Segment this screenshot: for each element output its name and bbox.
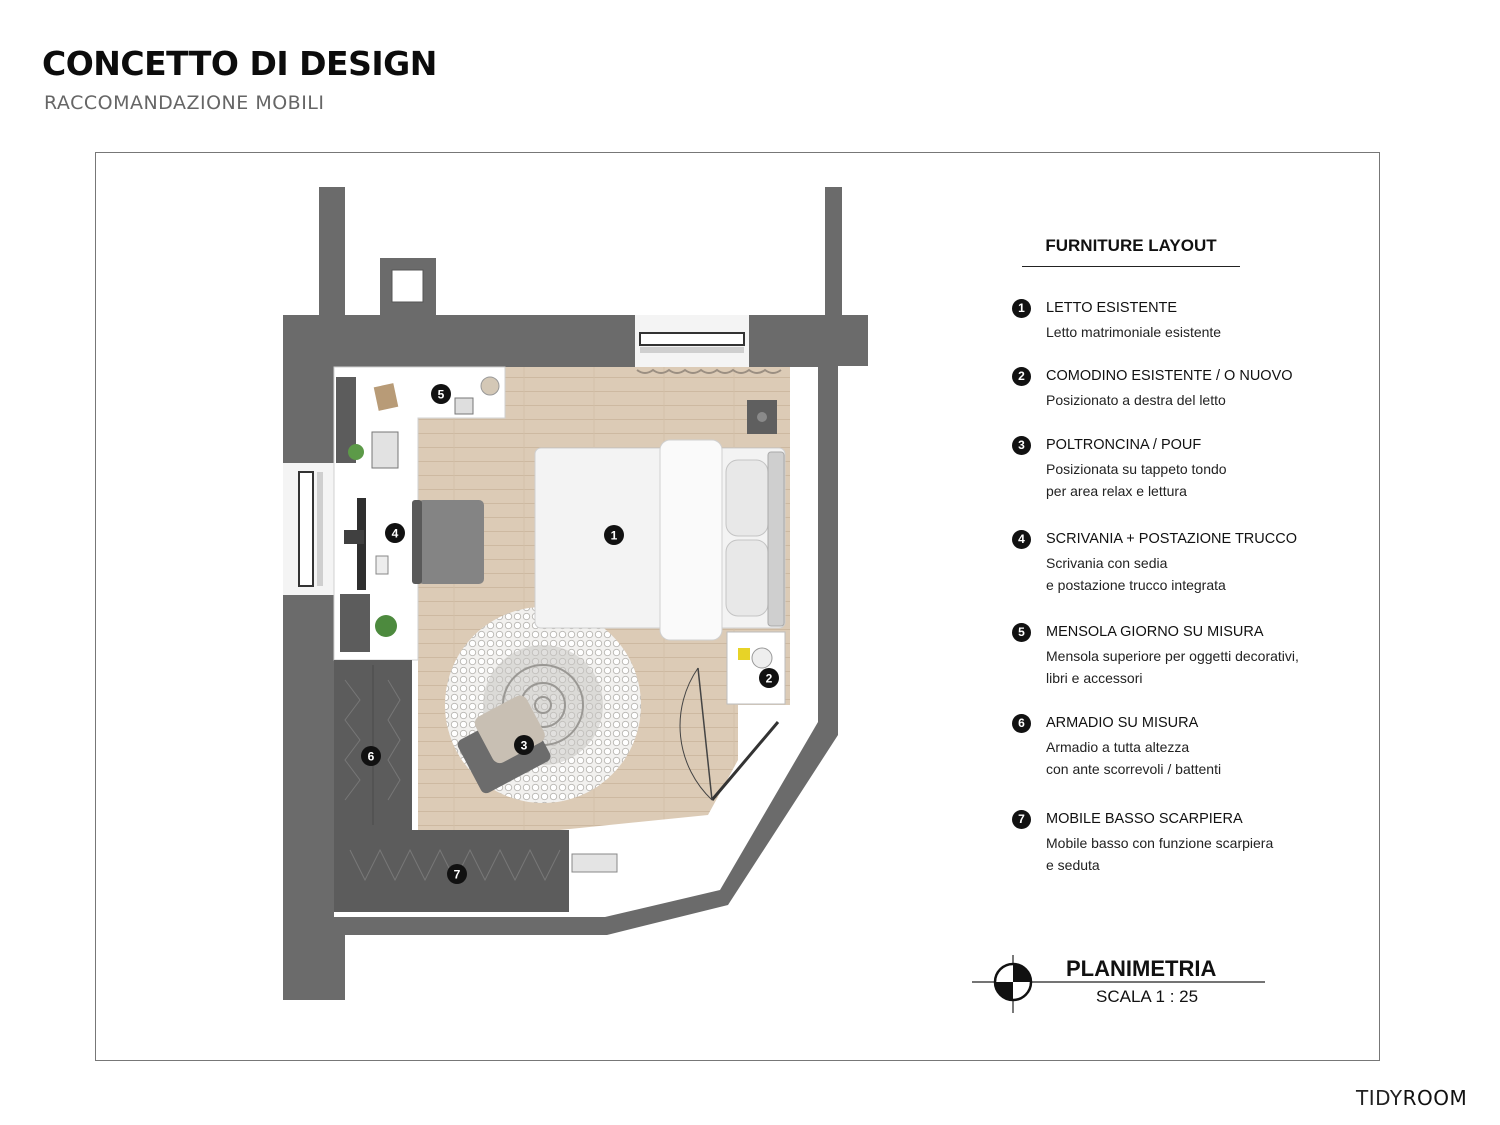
legend-item-desc: Mensola superiore per oggetti decorativi… bbox=[1046, 648, 1299, 664]
plan-title: PLANIMETRIA bbox=[1066, 956, 1217, 981]
brand-part-1: TIDY bbox=[1356, 1086, 1403, 1110]
legend-item-desc: libri e accessori bbox=[1046, 670, 1143, 686]
marker-6: 6 bbox=[361, 746, 381, 766]
legend-number: 2 bbox=[1012, 367, 1031, 386]
legend-item-desc: Letto matrimoniale esistente bbox=[1046, 324, 1222, 340]
legend-item-desc: e postazione trucco integrata bbox=[1046, 577, 1226, 593]
legend-item-desc: Posizionata su tappeto tondo bbox=[1046, 461, 1227, 477]
brand-part-2: ROOM bbox=[1402, 1086, 1468, 1110]
pillow-bottom bbox=[725, 539, 769, 617]
brand-logo: TIDYROOM bbox=[1356, 1086, 1467, 1110]
legend-number: 7 bbox=[1012, 810, 1031, 829]
legend-item-name: POLTRONCINA / POUF bbox=[1046, 437, 1202, 453]
wall-stub-right bbox=[825, 187, 842, 317]
legend-item-name: MENSOLA GIORNO SU MISURA bbox=[1046, 624, 1264, 640]
svg-text:1: 1 bbox=[611, 529, 618, 543]
svg-text:5: 5 bbox=[438, 388, 445, 402]
legend-item-desc: per area relax e lettura bbox=[1046, 483, 1187, 499]
marker-5: 5 bbox=[431, 384, 451, 404]
legend-item-desc: Mobile basso con funzione scarpiera bbox=[1046, 835, 1274, 851]
legend-number: 4 bbox=[1012, 530, 1031, 549]
svg-text:7: 7 bbox=[454, 868, 461, 882]
legend-item-desc: con ante scorrevoli / battenti bbox=[1046, 761, 1222, 777]
wall-stub-left bbox=[319, 187, 345, 317]
plan-scale: SCALA 1 : 25 bbox=[1096, 987, 1199, 1006]
legend-item-desc: Armadio a tutta altezza bbox=[1046, 739, 1190, 755]
bed-blanket bbox=[659, 439, 723, 641]
svg-text:6: 6 bbox=[368, 750, 375, 764]
legend-item-desc: Scrivania con sedia bbox=[1046, 555, 1168, 571]
drawing-frame bbox=[95, 152, 1380, 1061]
svg-text:3: 3 bbox=[521, 739, 528, 753]
legend-item-desc: e seduta bbox=[1046, 857, 1100, 873]
legend-item-name: LETTO ESISTENTE bbox=[1046, 300, 1178, 316]
marker-4: 4 bbox=[385, 523, 405, 543]
legend-item-name: SCRIVANIA + POSTAZIONE TRUCCO bbox=[1046, 531, 1297, 547]
svg-text:4: 4 bbox=[392, 527, 399, 541]
legend-number: 3 bbox=[1012, 436, 1031, 455]
legend-item-name: MOBILE BASSO SCARPIERA bbox=[1046, 811, 1243, 827]
headboard bbox=[767, 451, 785, 627]
curtain bbox=[636, 368, 782, 374]
plant-icon bbox=[375, 615, 397, 637]
page-subtitle: RACCOMANDAZIONE MOBILI bbox=[44, 92, 325, 114]
legend-number: 6 bbox=[1012, 714, 1031, 733]
north-symbol-icon bbox=[972, 955, 1265, 1013]
legend-heading: FURNITURE LAYOUT bbox=[1022, 236, 1240, 267]
page-title: CONCETTO DI DESIGN bbox=[42, 44, 437, 83]
chimney-opening bbox=[391, 269, 424, 303]
marker-1: 1 bbox=[604, 525, 624, 545]
nightstand-right bbox=[726, 631, 786, 705]
marker-3: 3 bbox=[514, 735, 534, 755]
legend-item-name: COMODINO ESISTENTE / O NUOVO bbox=[1046, 368, 1293, 384]
marker-7: 7 bbox=[447, 864, 467, 884]
desk-chair bbox=[418, 500, 484, 584]
door-swing bbox=[679, 667, 713, 801]
svg-text:2: 2 bbox=[766, 672, 773, 686]
pillow-top bbox=[725, 459, 769, 537]
legend-item-name: ARMADIO SU MISURA bbox=[1046, 715, 1199, 731]
legend-item-desc: Posizionato a destra del letto bbox=[1046, 392, 1226, 408]
door-leaf bbox=[710, 721, 780, 801]
legend-number: 1 bbox=[1012, 299, 1031, 318]
legend-number: 5 bbox=[1012, 623, 1031, 642]
marker-2: 2 bbox=[759, 668, 779, 688]
